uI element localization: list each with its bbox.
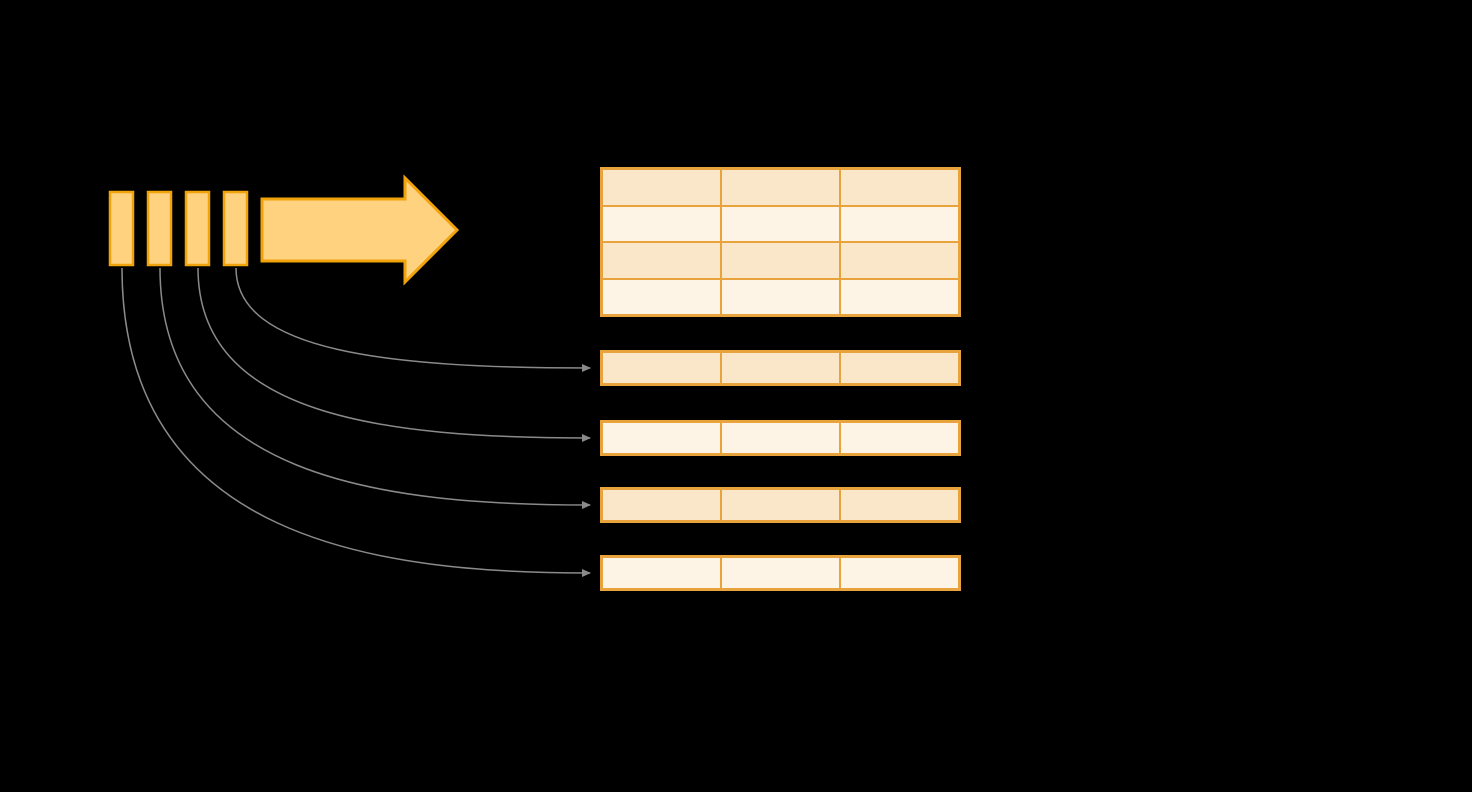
table-cell	[840, 557, 959, 589]
row-table	[600, 420, 961, 456]
table-cell	[602, 278, 721, 315]
table-cell	[840, 242, 959, 279]
row-table	[600, 555, 961, 591]
row-table	[600, 350, 961, 386]
table-cell	[721, 169, 840, 206]
table-cell	[602, 169, 721, 206]
table-cell	[721, 242, 840, 279]
table-cell	[602, 352, 721, 384]
queue-bar	[222, 190, 249, 267]
table-cell	[602, 205, 721, 242]
table-cell	[602, 489, 721, 521]
table-cell	[840, 352, 959, 384]
table-cell	[721, 557, 840, 589]
table-cell	[840, 169, 959, 206]
table-cell	[721, 352, 840, 384]
connector-arrow	[235, 267, 591, 372]
queue-bar	[184, 190, 211, 267]
connector-arrow	[159, 267, 591, 509]
table-cell	[602, 242, 721, 279]
table-cell	[721, 278, 840, 315]
row-table	[600, 487, 961, 523]
table-cell	[840, 205, 959, 242]
table-cell	[840, 489, 959, 521]
connector-arrow	[197, 267, 591, 442]
connector-arrow	[121, 267, 591, 577]
table-cell	[721, 422, 840, 454]
table-cell	[602, 422, 721, 454]
queue-bar	[108, 190, 135, 267]
table-cell	[840, 278, 959, 315]
table-cell	[721, 205, 840, 242]
table-cell	[840, 422, 959, 454]
queue-bar	[146, 190, 173, 267]
flow-arrow-icon	[260, 174, 460, 286]
table-cell	[602, 557, 721, 589]
batch-table	[600, 167, 961, 317]
table-cell	[721, 489, 840, 521]
